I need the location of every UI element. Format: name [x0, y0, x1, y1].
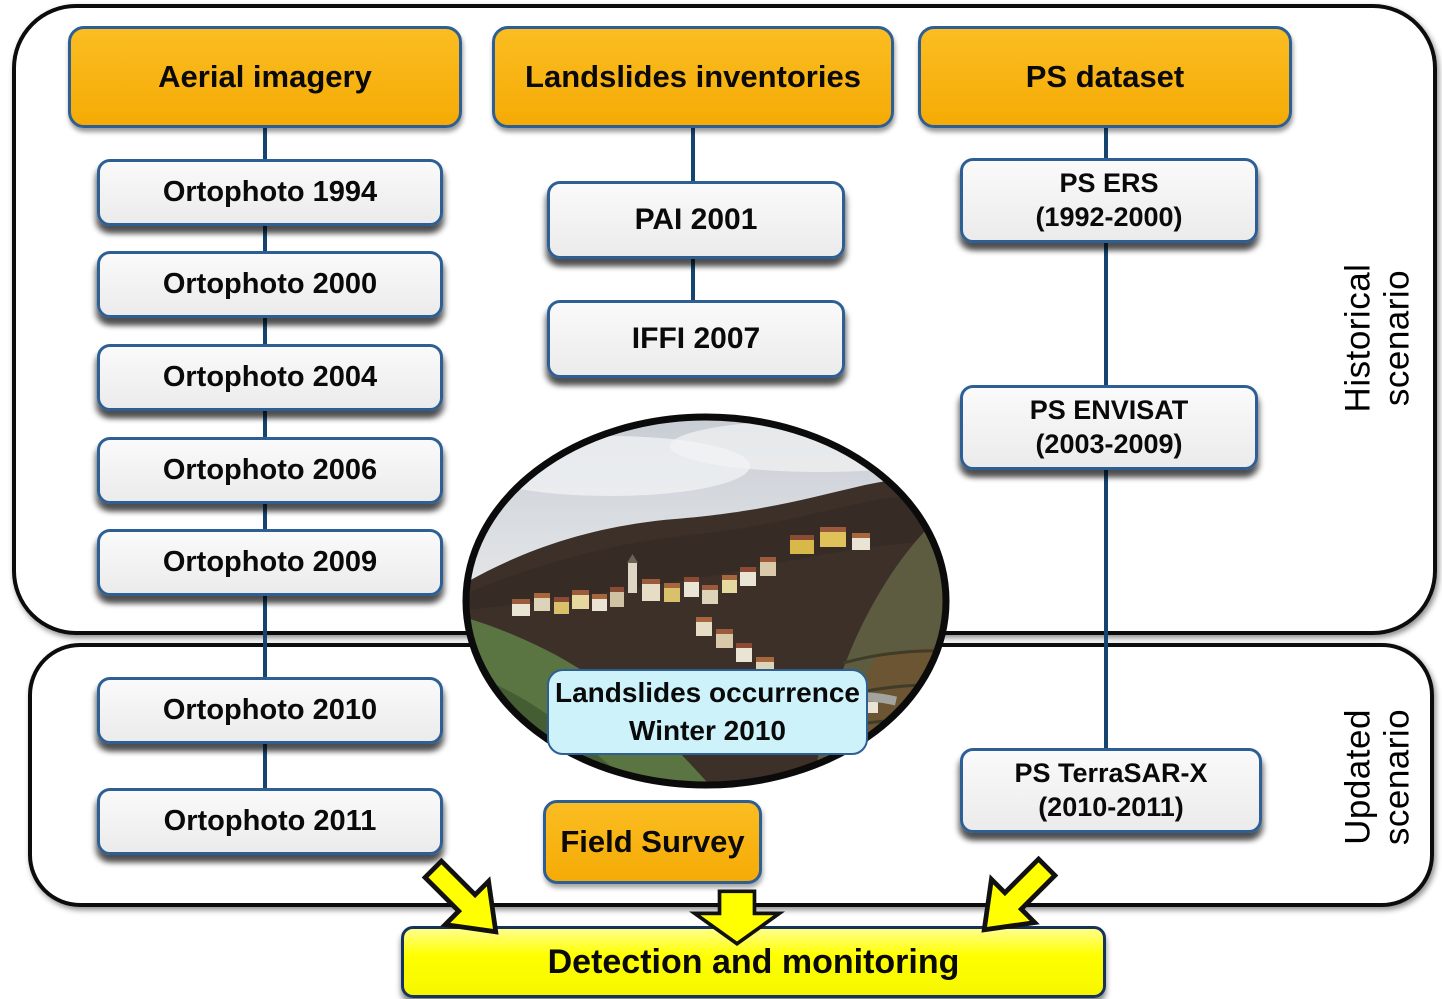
box-ps-envisat: PS ENVISAT (2003-2009) [960, 385, 1258, 470]
connector-line [263, 496, 267, 532]
connector-line [263, 403, 267, 440]
box-ortophoto-2009-label: Ortophoto 2009 [162, 546, 378, 579]
box-pai-2001: PAI 2001 [547, 181, 845, 259]
connector-line [263, 310, 267, 347]
box-ortophoto-2010-label: Ortophoto 2010 [162, 694, 378, 727]
connector-line [1104, 462, 1108, 751]
arrow-down-left-icon [958, 843, 1072, 955]
header-ps-dataset-label: PS dataset [1025, 59, 1185, 94]
connector-line [263, 218, 267, 254]
box-ortophoto-2011: Ortophoto 2011 [97, 788, 443, 855]
field-survey-label: Field Survey [560, 824, 745, 859]
box-ortophoto-2006: Ortophoto 2006 [97, 437, 443, 504]
village-houses [512, 527, 878, 713]
photo-caption-line1: Landslides occurrence [554, 677, 860, 709]
connector-line [691, 252, 695, 303]
updated-scenario-label: Updated scenario [1338, 708, 1417, 846]
connector-line [263, 120, 267, 161]
header-ps-dataset: PS dataset [918, 26, 1292, 128]
box-ortophoto-2004-label: Ortophoto 2004 [162, 361, 378, 394]
header-landslides-inventories: Landslides inventories [492, 26, 894, 128]
box-ortophoto-1994: Ortophoto 1994 [97, 159, 443, 226]
box-ortophoto-2009: Ortophoto 2009 [97, 529, 443, 596]
photo-caption-line2: Winter 2010 [629, 715, 786, 746]
connector-line [1104, 236, 1108, 388]
header-aerial-imagery-label: Aerial imagery [158, 59, 372, 94]
detection-monitoring-label: Detection and monitoring [547, 942, 960, 981]
box-ortophoto-2010: Ortophoto 2010 [97, 677, 443, 744]
historical-scenario-label-line1: Historical [1338, 263, 1378, 413]
historical-scenario-label-line2: scenario [1377, 269, 1416, 407]
arrow-down-icon [688, 889, 786, 947]
arrow-down-right-icon [409, 845, 521, 957]
field-survey-box: Field Survey [543, 800, 762, 884]
box-ortophoto-1994-label: Ortophoto 1994 [162, 176, 378, 209]
box-ortophoto-2000-label: Ortophoto 2000 [162, 268, 378, 301]
historical-scenario-label: Historical scenario [1338, 263, 1417, 413]
detection-monitoring-bar: Detection and monitoring [401, 926, 1106, 998]
box-iffi-2007: IFFI 2007 [547, 300, 845, 378]
box-ps-terrasar-x-line2: (2010-2011) [1038, 791, 1184, 822]
box-ps-ers-line1: PS ERS [1059, 167, 1159, 198]
box-ps-terrasar-x-line1: PS TerraSAR-X [1014, 757, 1208, 788]
photo-caption: Landslides occurrence Winter 2010 [547, 669, 868, 755]
box-iffi-2007-label: IFFI 2007 [631, 322, 761, 356]
updated-scenario-label-line1: Updated [1338, 709, 1378, 845]
connector-line [691, 120, 695, 184]
header-aerial-imagery: Aerial imagery [68, 26, 462, 128]
box-ortophoto-2004: Ortophoto 2004 [97, 344, 443, 411]
box-pai-2001-label: PAI 2001 [634, 203, 758, 237]
box-ortophoto-2000: Ortophoto 2000 [97, 251, 443, 318]
header-landslides-inventories-label: Landslides inventories [525, 59, 861, 94]
box-ps-envisat-line2: (2003-2009) [1035, 428, 1183, 459]
box-ps-ers-line2: (1992-2000) [1035, 201, 1183, 232]
updated-scenario-label-line2: scenario [1377, 708, 1416, 846]
connector-line [263, 588, 267, 680]
connector-line [1104, 120, 1108, 161]
box-ps-terrasar-x: PS TerraSAR-X (2010-2011) [960, 748, 1262, 833]
box-ortophoto-2011-label: Ortophoto 2011 [163, 805, 377, 838]
box-ps-envisat-line1: PS ENVISAT [1029, 394, 1189, 425]
connector-line [263, 736, 267, 791]
box-ortophoto-2006-label: Ortophoto 2006 [162, 454, 378, 487]
box-ps-ers: PS ERS (1992-2000) [960, 158, 1258, 243]
